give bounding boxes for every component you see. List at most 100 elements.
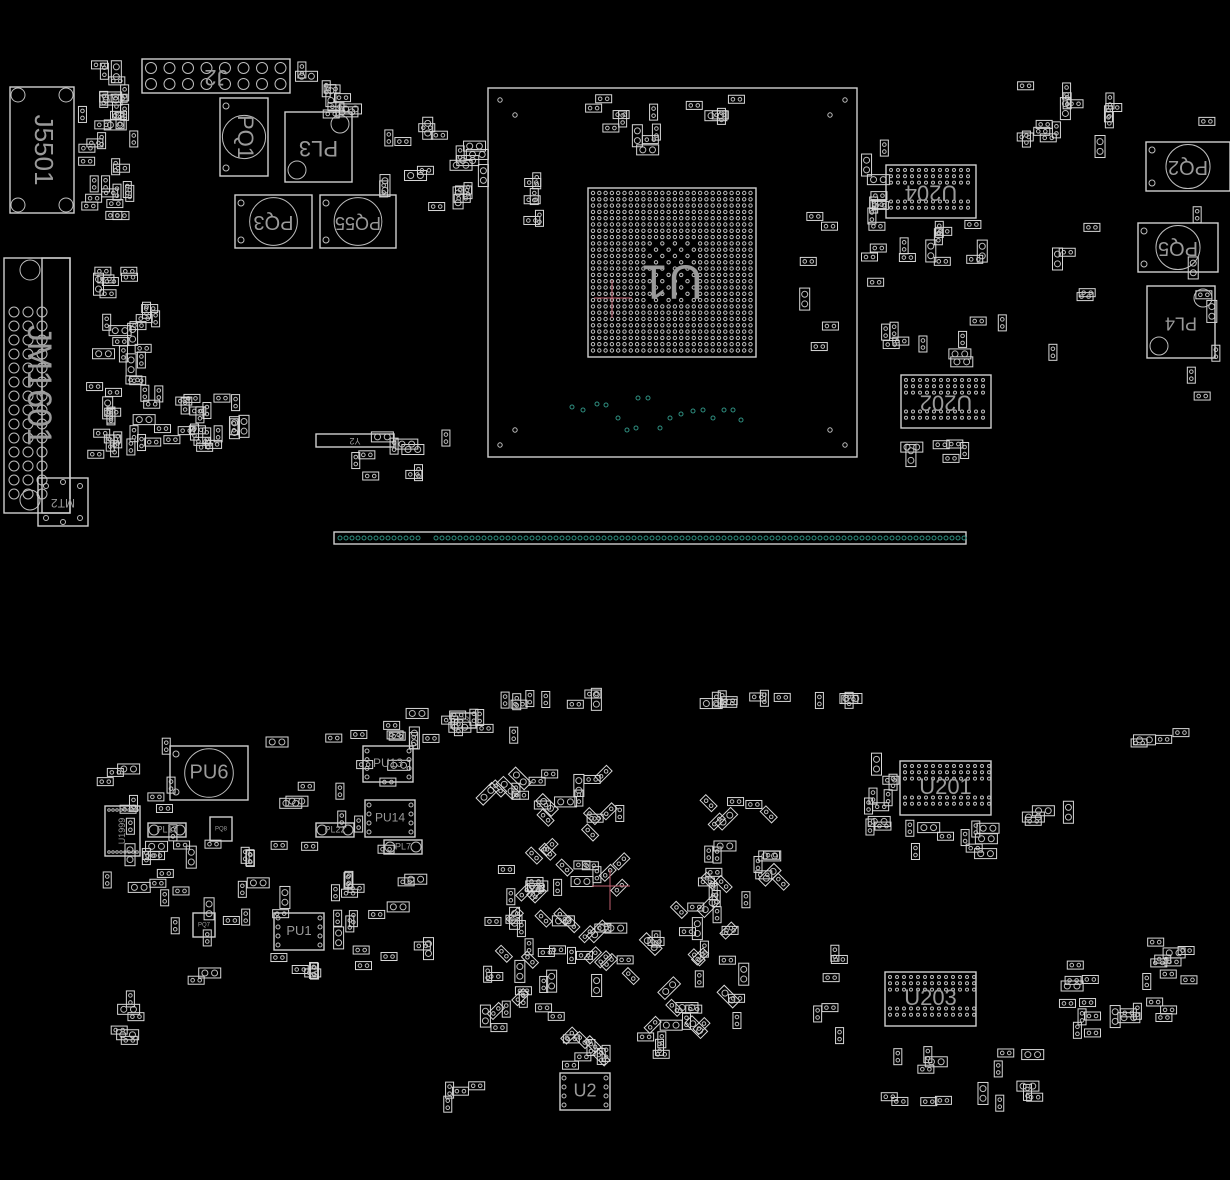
passive-component [899, 237, 909, 255]
component-pl17[interactable]: PL17 [147, 822, 187, 838]
component-pq55[interactable]: PQ55 [319, 194, 397, 249]
passive-component [566, 699, 584, 709]
passive-component [599, 952, 619, 972]
component-pl7[interactable]: PL7 [383, 839, 423, 855]
component-pl4[interactable]: PL4 [1146, 285, 1216, 359]
component-u202[interactable]: U202 [900, 374, 992, 429]
passive-component [977, 1081, 989, 1105]
passive-component [581, 861, 599, 871]
component-u204[interactable]: U204 [885, 164, 977, 219]
passive-component [451, 1086, 469, 1096]
component-pq5[interactable]: PQ5 [1137, 222, 1219, 273]
component-pu13[interactable]: PU13 [362, 745, 414, 783]
passive-component [574, 1052, 592, 1062]
passive-component [325, 733, 343, 743]
component-pu14[interactable]: PU14 [364, 799, 416, 838]
passive-component [141, 304, 159, 314]
passive-component [141, 848, 151, 866]
component-u1[interactable]: U1 [487, 87, 858, 458]
passive-component [1198, 116, 1216, 126]
component-u1999[interactable]: U1999 [104, 805, 141, 857]
component-label: PQ2 [1168, 156, 1208, 178]
passive-component [213, 425, 223, 443]
passive-component [321, 80, 331, 98]
passive-component [699, 698, 723, 710]
passive-component [140, 384, 150, 402]
passive-component [997, 314, 1007, 332]
passive-component [882, 340, 900, 350]
passive-component [888, 773, 898, 791]
passive-component [749, 692, 767, 702]
passive-component [449, 710, 467, 720]
component-pl22[interactable]: PL22 [315, 822, 355, 838]
component-mt2[interactable]: MT2 [37, 477, 89, 527]
passive-component [246, 877, 270, 889]
component-pl3[interactable]: PL3 [284, 111, 353, 183]
component-u2[interactable]: U2 [559, 1072, 611, 1111]
passive-component [112, 183, 122, 201]
passive-component [422, 733, 440, 743]
passive-component [127, 1012, 145, 1022]
passive-component [166, 776, 176, 794]
passive-component [657, 976, 682, 1001]
passive-component [89, 175, 99, 193]
passive-component [144, 437, 162, 447]
passive-component [694, 970, 704, 988]
passive-component [512, 693, 522, 711]
component-u3[interactable]: U3 [450, 712, 477, 729]
passive-component [102, 313, 112, 331]
passive-component [395, 438, 419, 450]
passive-component [245, 849, 255, 867]
passive-component [1060, 980, 1084, 992]
passive-component [925, 239, 937, 263]
passive-component [468, 1081, 486, 1091]
component-j5501[interactable]: J5501 [9, 86, 75, 214]
passive-component [94, 266, 112, 276]
component-y2[interactable]: Y2 [315, 433, 395, 448]
component-pq3[interactable]: PQ3 [234, 194, 313, 249]
component-u203[interactable]: U203 [884, 971, 977, 1027]
passive-component [759, 805, 778, 824]
edge-connector-strip[interactable] [333, 531, 967, 545]
passive-component [127, 881, 151, 893]
passive-component [591, 973, 603, 997]
passive-component [189, 423, 199, 441]
component-pq2[interactable]: PQ2 [1145, 141, 1230, 192]
component-pq7[interactable]: PQ7 [192, 912, 216, 938]
passive-component [91, 60, 109, 70]
component-label: U203 [904, 985, 957, 1010]
passive-component [964, 219, 982, 229]
passive-component [77, 105, 87, 123]
component-pu1[interactable]: PU1 [273, 912, 325, 951]
passive-component [598, 863, 617, 883]
passive-component [562, 914, 581, 934]
passive-component [576, 950, 594, 960]
passive-component [958, 330, 968, 348]
passive-component [483, 965, 493, 983]
component-label: J2 [204, 65, 227, 90]
passive-component [669, 900, 689, 920]
passive-component [524, 938, 534, 956]
passive-component [810, 342, 828, 352]
passive-component [529, 188, 539, 206]
component-u201[interactable]: U201 [899, 760, 992, 816]
passive-component [540, 837, 559, 857]
component-label: PQ8 [215, 827, 228, 833]
component-jm1601[interactable]: JM1601 [3, 257, 71, 514]
passive-component [1058, 247, 1076, 257]
component-j2[interactable]: J2 [141, 58, 291, 94]
passive-component [333, 909, 343, 927]
passive-component [993, 1060, 1003, 1078]
passive-component [507, 766, 532, 791]
passive-component [960, 829, 970, 847]
passive-component [966, 254, 984, 264]
passive-component [129, 130, 139, 148]
passive-component [134, 343, 152, 353]
component-pu6[interactable]: PU6 [169, 745, 249, 801]
passive-component [222, 915, 240, 925]
passive-component [386, 901, 410, 913]
component-pq1[interactable]: PQ1 [219, 97, 269, 177]
component-pq8[interactable]: PQ8 [209, 816, 233, 842]
passive-component [125, 990, 135, 1008]
